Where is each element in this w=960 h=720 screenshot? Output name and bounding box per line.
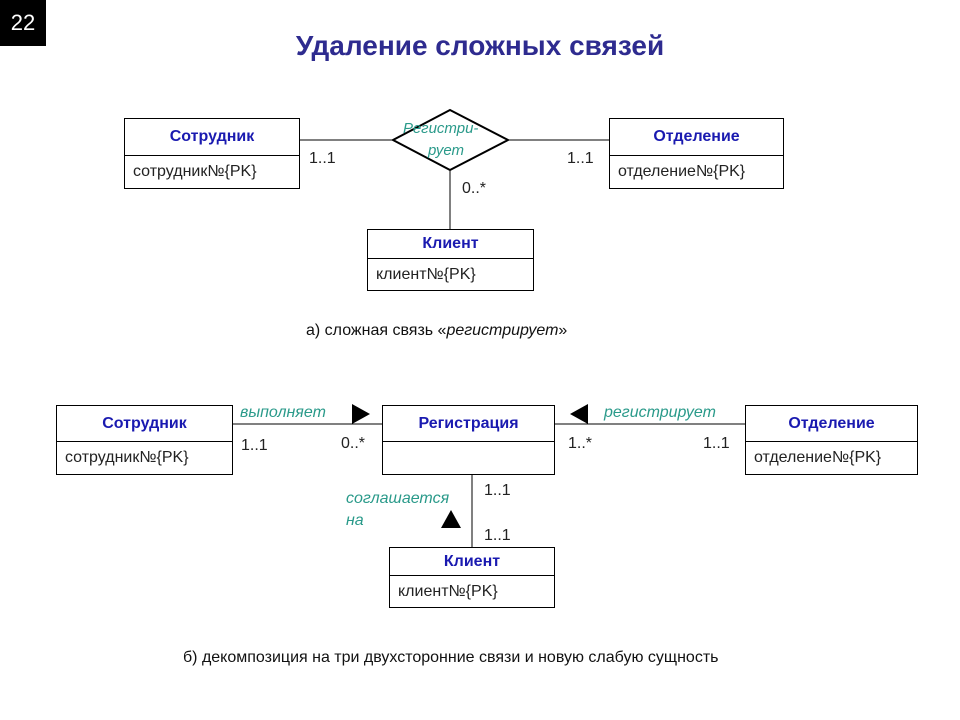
multiplicity-client-a: 0..*: [462, 180, 487, 197]
relationship-performs-label: выполняет: [240, 404, 326, 421]
multiplicity-client-top: 1..1: [484, 527, 511, 544]
entity-name: Регистрация: [383, 406, 554, 442]
multiplicity-employee-a: 1..1: [309, 150, 336, 167]
relationship-diamond: [390, 108, 511, 172]
entity-name: Клиент: [390, 548, 554, 576]
entity-attribute: отделение№{PK}: [754, 449, 882, 466]
caption-b: б) декомпозиция на три двухсторонние свя…: [183, 649, 719, 666]
entity-department-b: Отделение отделение№{PK}: [745, 405, 918, 475]
entity-name: Сотрудник: [125, 119, 299, 156]
entity-client-a: Клиент клиент№{PK}: [367, 229, 534, 291]
multiplicity-registration-bottom: 1..1: [484, 482, 511, 499]
relationship-agrees-label-line1: соглашается: [346, 490, 450, 507]
entity-registration-b: Регистрация: [382, 405, 555, 475]
entity-name: Отделение: [610, 119, 783, 156]
multiplicity-registration-right: 1..*: [568, 435, 593, 452]
entity-attribute: клиент№{PK}: [398, 582, 498, 600]
entity-attribute: сотрудник№{PK}: [133, 163, 257, 180]
slide-title: Удаление сложных связей: [295, 30, 665, 61]
multiplicity-department-b: 1..1: [703, 435, 730, 452]
entity-attribute: отделение№{PK}: [618, 163, 746, 180]
caption-a-italic: регистрирует: [446, 322, 559, 339]
arrow-up-icon: [441, 510, 461, 528]
relationship-registers-label: регистрирует: [604, 404, 716, 421]
entity-name: Отделение: [746, 406, 917, 442]
arrow-right-icon: [352, 404, 370, 424]
arrow-left-icon: [570, 404, 588, 424]
relationship-agrees-label-line2: на: [346, 512, 364, 529]
relationship-label-line1: Регистри-: [403, 120, 479, 137]
multiplicity-employee-b: 1..1: [241, 437, 268, 454]
slide-number: 22: [0, 0, 46, 46]
entity-name: Клиент: [368, 230, 533, 259]
entity-attribute-empty: [383, 442, 554, 474]
entity-employee-b: Сотрудник сотрудник№{PK}: [56, 405, 233, 475]
caption-a-prefix: а) сложная связь «: [306, 322, 447, 339]
caption-a: а) сложная связь «регистрирует»: [306, 322, 567, 340]
entity-attribute: клиент№{PK}: [376, 265, 476, 283]
entity-employee-a: Сотрудник сотрудник№{PK}: [124, 118, 300, 189]
multiplicity-department-a: 1..1: [567, 150, 594, 167]
entity-attribute: сотрудник№{PK}: [65, 449, 189, 466]
multiplicity-registration-left: 0..*: [341, 435, 366, 452]
entity-department-a: Отделение отделение№{PK}: [609, 118, 784, 189]
relationship-label-line2: рует: [428, 142, 465, 159]
entity-name: Сотрудник: [57, 406, 232, 442]
entity-client-b: Клиент клиент№{PK}: [389, 547, 555, 608]
caption-a-suffix: »: [558, 322, 568, 339]
